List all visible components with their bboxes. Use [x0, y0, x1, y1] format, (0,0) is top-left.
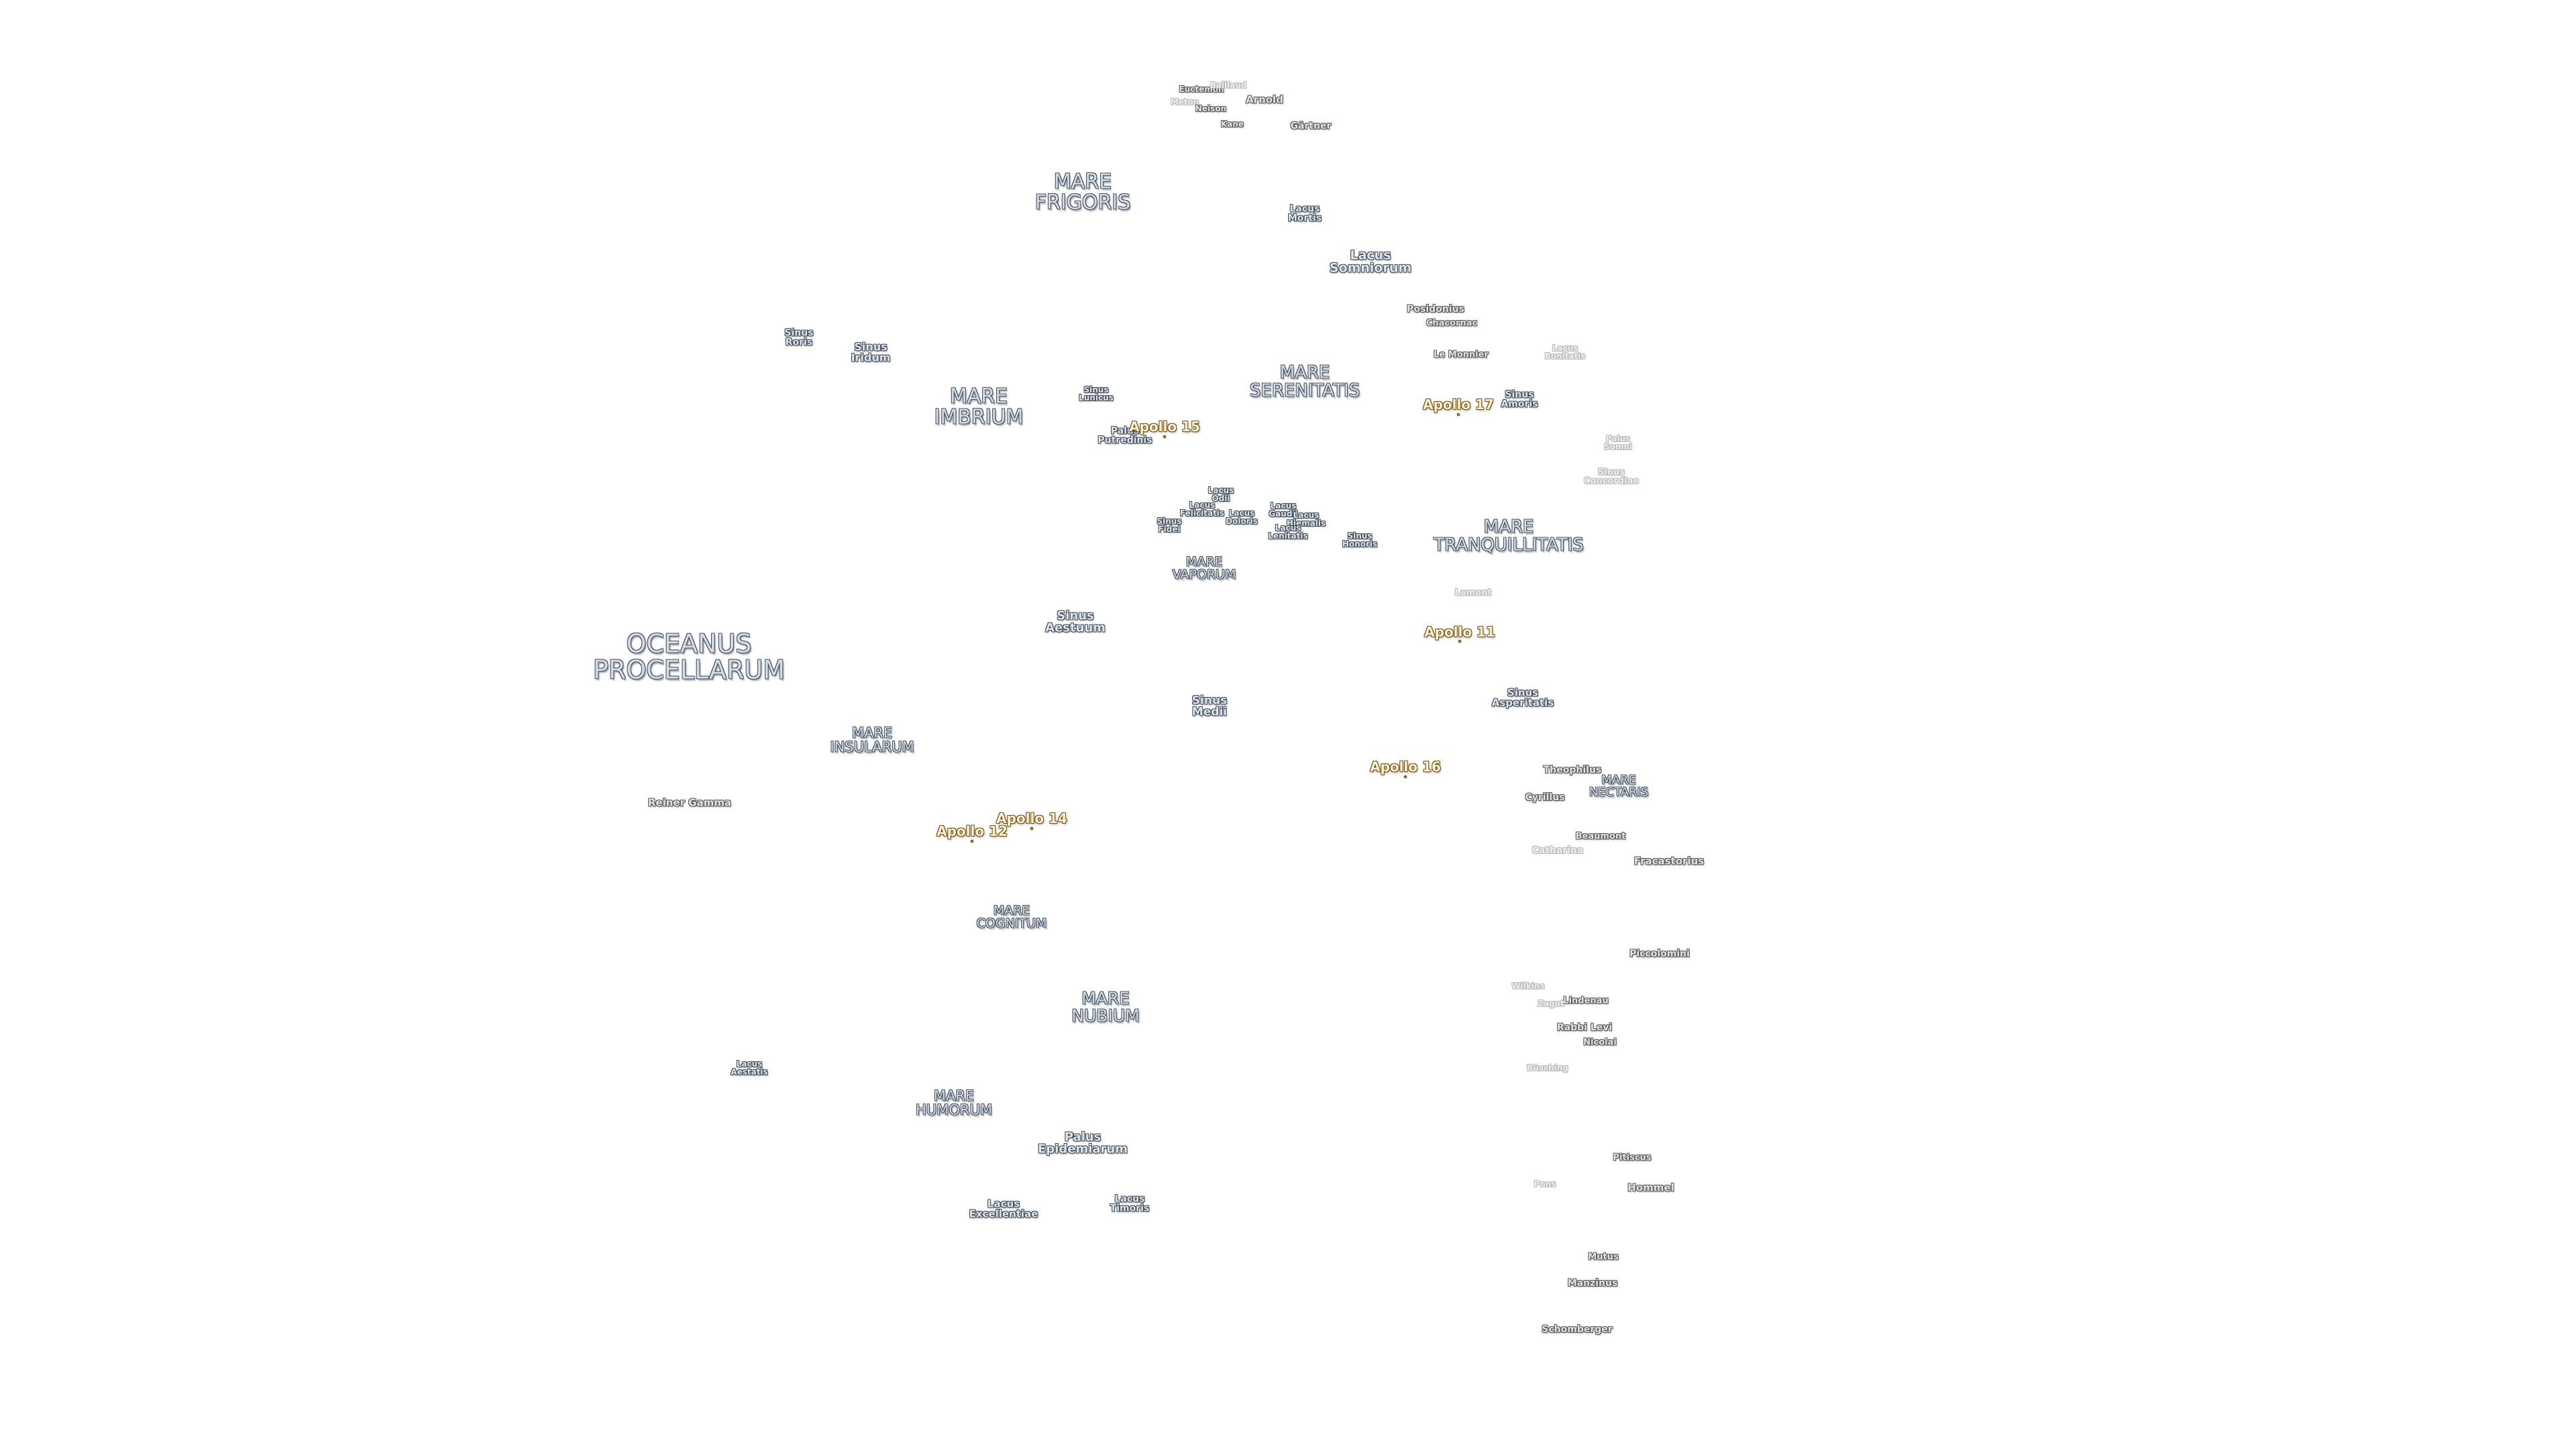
feature-label-lacus-mortis[interactable]: Lacus Mortis [1287, 203, 1322, 224]
crater-label-theophilus[interactable]: Theophilus [1543, 764, 1602, 775]
feature-label-sinus-concordiae[interactable]: Sinus Concordiae [1583, 467, 1640, 486]
apollo-11-marker[interactable] [1458, 639, 1462, 643]
apollo-14-label[interactable]: Apollo 14 [996, 810, 1067, 826]
feature-label-lacus-odii[interactable]: Lacus Odii [1208, 485, 1234, 503]
crater-label-posidonius[interactable]: Posidonius [1407, 303, 1464, 315]
apollo-12-marker[interactable] [970, 839, 974, 843]
apollo-11-label[interactable]: Apollo 11 [1424, 623, 1495, 640]
crater-label-rabbi-levi[interactable]: Rabbi Levi [1556, 1022, 1613, 1033]
feature-label-palus-epidemiarum[interactable]: Palus Epidemiarum [1038, 1130, 1128, 1157]
feature-label-palus-somni[interactable]: Palus Somni [1603, 433, 1633, 451]
crater-label-schomberger[interactable]: Schomberger [1542, 1324, 1613, 1335]
crater-label-kane[interactable]: Kane [1220, 119, 1244, 129]
crater-label-gartner[interactable]: Gärtner [1290, 120, 1332, 131]
crater-label-hommel[interactable]: Hommel [1627, 1181, 1674, 1194]
crater-label-le-monnier[interactable]: Le Monnier [1434, 350, 1489, 360]
feature-label-lacus-lenitatis[interactable]: Lacus Lenitatis [1268, 523, 1308, 541]
crater-label-nicolai[interactable]: Nicolai [1583, 1037, 1617, 1048]
crater-label-cyrillus[interactable]: Cyrillus [1525, 792, 1565, 803]
feature-label-sinus-aestuum[interactable]: Sinus Aestuum [1045, 608, 1106, 635]
feature-label-sinus-asperitatis[interactable]: Sinus Asperitatis [1491, 686, 1554, 709]
feature-label-lacus-gaudii[interactable]: Lacus Gaudii [1269, 500, 1298, 519]
crater-label-chacornac[interactable]: Chacornac [1426, 318, 1478, 329]
feature-label-sinus-lunicus[interactable]: Sinus Lunicus [1079, 384, 1114, 402]
mare-label-vaporum[interactable]: MARE VAPORUM [1172, 554, 1236, 582]
crater-label-pitiscus[interactable]: Pitiscus [1613, 1152, 1652, 1163]
mare-label-tranquillitatis[interactable]: MARE TRANQUILLITATIS [1434, 517, 1584, 555]
mare-label-insularum[interactable]: MARE INSULARUM [830, 724, 914, 755]
apollo-17-marker[interactable] [1456, 413, 1460, 417]
feature-label-lacus-bonitatis[interactable]: Lacus Bonitatis [1544, 343, 1586, 361]
apollo-15-marker[interactable] [1163, 435, 1167, 439]
crater-label-busching[interactable]: Büsching [1527, 1063, 1568, 1073]
apollo-14-marker[interactable] [1030, 826, 1034, 830]
crater-label-zagut[interactable]: Zagut [1538, 998, 1564, 1008]
feature-label-sinus-medii[interactable]: Sinus Medii [1191, 694, 1228, 719]
feature-label-lacus-somniorum[interactable]: Lacus Somniorum [1329, 248, 1412, 276]
feature-label-lacus-excellentiae[interactable]: Lacus Excellentiae [969, 1197, 1038, 1220]
crater-label-neison[interactable]: Neison [1195, 103, 1227, 113]
crater-label-meton[interactable]: Meton [1170, 97, 1199, 107]
crater-label-arnold[interactable]: Arnold [1246, 93, 1283, 106]
feature-label-lacus-doloris[interactable]: Lacus Doloris [1226, 508, 1258, 526]
mare-label-cognitum[interactable]: MARE COGNITUM [976, 903, 1047, 931]
apollo-16-marker[interactable] [1403, 775, 1407, 779]
mare-label-serenitatis[interactable]: MARE SERENITATIS [1249, 362, 1360, 400]
feature-label-sinus-amoris[interactable]: Sinus Amoris [1501, 389, 1538, 410]
apollo-15-label[interactable]: Apollo 15 [1129, 418, 1200, 435]
feature-label-sinus-iridum[interactable]: Sinus Iridum [851, 340, 891, 364]
crater-label-baillaud[interactable]: Baillaud [1210, 80, 1247, 90]
feature-label-lacus-felicitatis[interactable]: Lacus Felicitatis [1179, 500, 1225, 518]
crater-label-reiner-gamma[interactable]: Reiner Gamma [647, 796, 732, 809]
crater-label-pons[interactable]: Pons [1534, 1179, 1556, 1189]
feature-label-lacus-hiemalis[interactable]: Lacus Hiemalis [1286, 510, 1326, 528]
mare-label-nubium[interactable]: MARE NUBIUM [1071, 988, 1140, 1025]
apollo-12-label[interactable]: Apollo 12 [936, 822, 1008, 839]
apollo-16-label[interactable]: Apollo 16 [1370, 758, 1441, 775]
mare-label-frigoris[interactable]: MARE FRIGORIS [1034, 170, 1131, 214]
mare-label-humorum[interactable]: MARE HUMORUM [916, 1087, 992, 1118]
crater-label-fracastorius[interactable]: Fracastorius [1633, 855, 1705, 867]
crater-label-piccolomini[interactable]: Piccolomini [1629, 948, 1690, 959]
crater-label-beaumont[interactable]: Beaumont [1575, 831, 1626, 842]
feature-label-sinus-fidei[interactable]: Sinus Fidei [1157, 516, 1182, 534]
crater-label-wilkins[interactable]: Wilkins [1511, 981, 1545, 991]
feature-label-sinus-honoris[interactable]: Sinus Honoris [1342, 531, 1378, 549]
feature-label-sinus-roris[interactable]: Sinus Roris [784, 327, 814, 348]
crater-label-euctemon[interactable]: Euctemon [1179, 84, 1224, 94]
crater-label-mutus[interactable]: Mutus [1588, 1252, 1619, 1263]
crater-label-manzinus[interactable]: Manzinus [1567, 1277, 1618, 1289]
mare-label-nectaris[interactable]: MARE NECTARIS [1589, 773, 1649, 800]
feature-label-lacus-aestatis[interactable]: Lacus Aestatis [731, 1059, 768, 1077]
mare-label-oceanus-procellarum[interactable]: OCEANUS PROCELLARUM [593, 629, 785, 684]
crater-label-lamont[interactable]: Lamont [1454, 588, 1492, 598]
apollo-17-label[interactable]: Apollo 17 [1423, 396, 1494, 413]
mare-label-imbrium[interactable]: MARE IMBRIUM [934, 384, 1024, 429]
feature-label-lacus-timoris[interactable]: Lacus Timoris [1110, 1193, 1150, 1214]
feature-label-palus-putredinis[interactable]: Palus Putredinis [1097, 425, 1152, 446]
crater-label-catharina[interactable]: Catharina [1532, 845, 1584, 856]
crater-label-lindenau[interactable]: Lindenau [1563, 996, 1609, 1006]
